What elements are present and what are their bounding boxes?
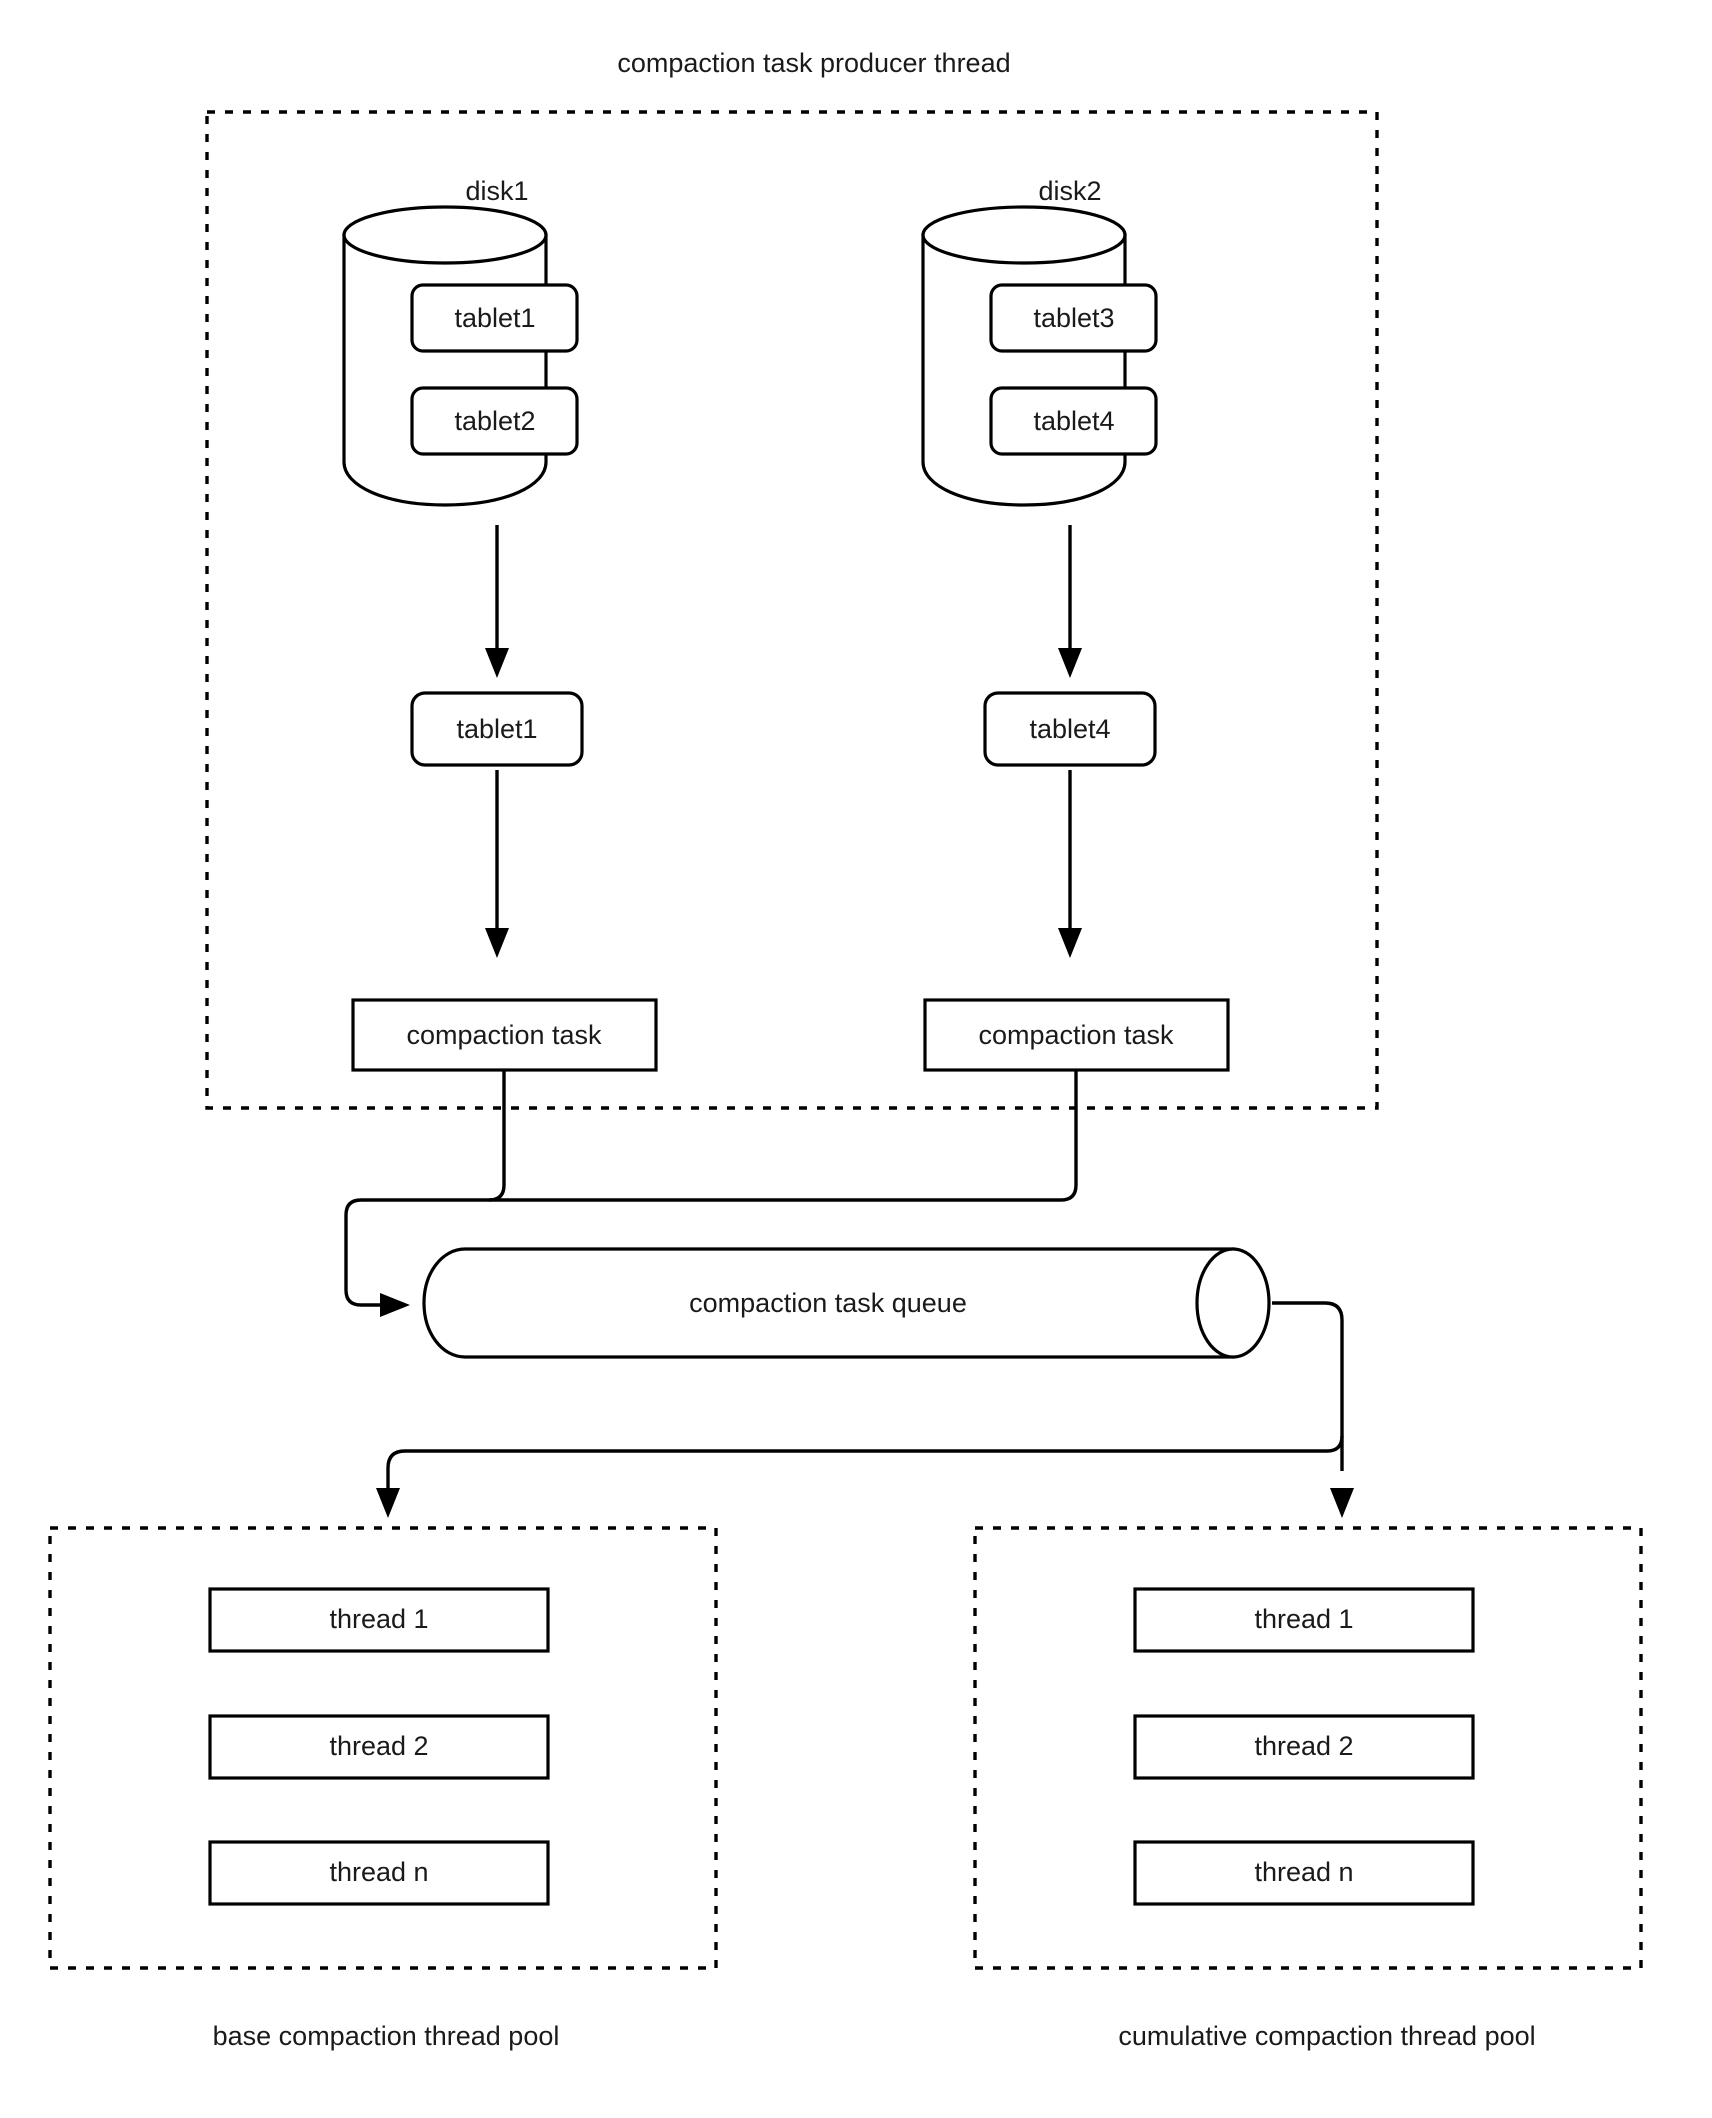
base-pool-thread-box-2[interactable] [208, 1840, 550, 1906]
cumulative-pool-thread-box-0[interactable] [1133, 1587, 1475, 1653]
disk1-tablet-label-1: tablet2 [454, 406, 535, 436]
disk1-selected-tablet-box[interactable] [410, 691, 584, 767]
cumulative-compaction-thread-pool-panel [973, 1526, 1643, 1970]
base-pool-thread-label-1: thread 2 [329, 1731, 428, 1761]
base-compaction-thread-pool-panel [48, 1526, 718, 1970]
disk1-selected-tablet-label: tablet1 [456, 714, 537, 744]
arrow-disk2-to-tablet-head [1058, 648, 1082, 678]
cumulative-pool-thread-label-2: thread n [1254, 1857, 1353, 1887]
base-pool-thread-label-0: thread 1 [329, 1604, 428, 1634]
producer-thread-panel [205, 110, 1379, 1110]
cumulative-pool-thread-label-0: thread 1 [1254, 1604, 1353, 1634]
connector-task0-to-queue [344, 1070, 506, 1307]
producer-panel-title: compaction task producer thread [617, 48, 1010, 78]
disk2-tablet-box-1[interactable] [989, 386, 1158, 456]
disk1-tablet-box-1[interactable] [410, 386, 579, 456]
connector-queue-input-arrowhead [380, 1293, 410, 1317]
cumulative-pool-thread-box-2[interactable] [1133, 1840, 1475, 1906]
disk2-cylinder-body [921, 233, 1127, 507]
compaction-task-queue-body [422, 1247, 1235, 1359]
compaction-task-label-0: compaction task [406, 1020, 602, 1050]
connector-cumulative-pool-arrowhead [1330, 1488, 1354, 1518]
disk2-selected-tablet-box[interactable] [983, 691, 1157, 767]
disk2-tablet-label-1: tablet4 [1033, 406, 1114, 436]
cumulative-pool-caption: cumulative compaction thread pool [1118, 2021, 1535, 2051]
connector-queue-to-base-pool [386, 1435, 1344, 1492]
connector-task1-to-queue [489, 1070, 1078, 1202]
disk1-label: disk1 [465, 176, 528, 206]
disk2-cylinder-top [921, 205, 1127, 265]
cumulative-pool-thread-label-1: thread 2 [1254, 1731, 1353, 1761]
compaction-task-box-1[interactable] [923, 998, 1230, 1072]
arrow-disk1-to-tablet-head [485, 648, 509, 678]
compaction-task-queue-cap [1195, 1247, 1271, 1359]
disk1-cylinder-body [342, 233, 548, 507]
cumulative-pool-thread-box-1[interactable] [1133, 1714, 1475, 1780]
disk1-cylinder-top [342, 205, 548, 265]
base-pool-caption: base compaction thread pool [213, 2021, 560, 2051]
disk1-tablet-label-0: tablet1 [454, 303, 535, 333]
arrow-tablet4-to-task-head [1058, 928, 1082, 958]
connector-queue-out-trunk [1272, 1301, 1344, 1471]
base-pool-thread-box-0[interactable] [208, 1587, 550, 1653]
compaction-task-label-1: compaction task [978, 1020, 1174, 1050]
compaction-task-box-0[interactable] [351, 998, 658, 1072]
disk2-tablet-label-0: tablet3 [1033, 303, 1114, 333]
disk2-tablet-box-0[interactable] [989, 283, 1158, 353]
disk2-label: disk2 [1038, 176, 1101, 206]
disk1-tablet-box-0[interactable] [410, 283, 579, 353]
connector-base-pool-arrowhead [376, 1488, 400, 1518]
disk2-selected-tablet-label: tablet4 [1029, 714, 1110, 744]
arrow-tablet1-to-task-head [485, 928, 509, 958]
base-pool-thread-label-2: thread n [329, 1857, 428, 1887]
compaction-task-queue-label: compaction task queue [689, 1288, 967, 1318]
base-pool-thread-box-1[interactable] [208, 1714, 550, 1780]
